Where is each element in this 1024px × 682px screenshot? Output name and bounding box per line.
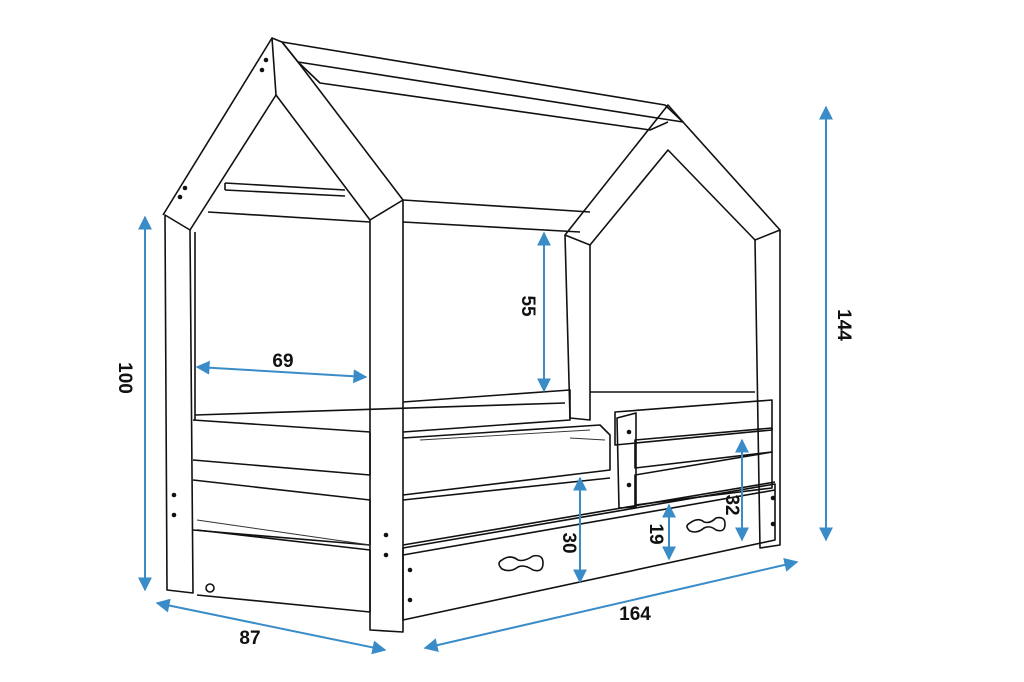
svg-text:32: 32 — [721, 494, 742, 515]
drawer-handle-icon — [686, 516, 726, 533]
dimension-guard-height: 32 — [721, 438, 749, 542]
dimension-drawer-height: 19 — [645, 503, 676, 561]
svg-text:19: 19 — [645, 523, 666, 544]
dimension-side-height: 100 — [114, 215, 152, 592]
dimension-length: 164 — [423, 558, 799, 652]
svg-text:164: 164 — [619, 604, 651, 625]
dimension-total-height: 144 — [819, 105, 854, 542]
svg-text:55: 55 — [517, 295, 538, 317]
svg-text:87: 87 — [239, 628, 260, 649]
svg-text:100: 100 — [114, 362, 135, 394]
dimension-width: 87 — [155, 598, 387, 655]
drawer-handle-icon — [498, 554, 544, 572]
dimension-inner-width: 69 — [195, 351, 368, 384]
svg-text:144: 144 — [833, 309, 854, 341]
dimension-bed-front-height: 30 — [558, 476, 587, 584]
svg-text:69: 69 — [272, 351, 293, 372]
bed-frame-drawing — [162, 37, 781, 633]
dimension-roof-clearance: 55 — [517, 231, 551, 393]
svg-text:30: 30 — [558, 532, 579, 553]
